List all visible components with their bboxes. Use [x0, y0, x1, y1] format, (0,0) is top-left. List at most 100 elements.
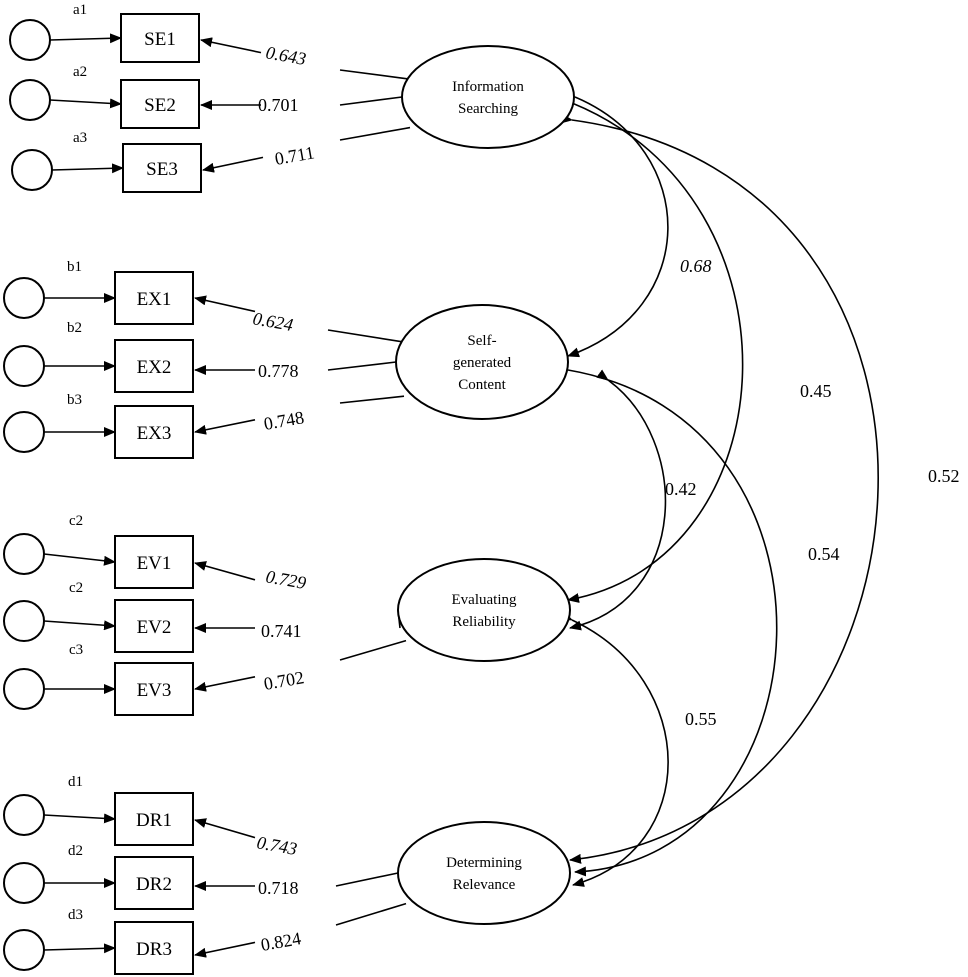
latent-label-IS: Information [452, 79, 524, 95]
error-label: c2 [69, 580, 83, 596]
error-term [3, 668, 45, 710]
indicator-label: SE2 [144, 95, 176, 116]
indicator-box [114, 792, 194, 846]
indicator-box [120, 13, 200, 63]
correlation-label-IS-ER: 0.45 [800, 381, 832, 401]
loading-path-start [335, 902, 407, 926]
latent-SC [395, 304, 569, 420]
error-label: a3 [73, 130, 87, 146]
correlation-label-IS-DR: 0.52 [928, 466, 960, 486]
loading-label: 0.718 [258, 878, 299, 898]
indicator-box [114, 921, 194, 975]
error-label: b3 [67, 392, 82, 408]
correlation-label-SC-DR: 0.54 [808, 544, 840, 564]
error-label: c2 [69, 513, 83, 529]
latent-label-ER: Reliability [452, 614, 516, 630]
loading-path-start [339, 126, 411, 141]
latent-label-DR: Relevance [453, 877, 516, 893]
indicator-label: DR2 [136, 874, 172, 895]
error-label: c3 [69, 642, 83, 658]
error-label: a1 [73, 2, 87, 18]
loading-path-start [327, 329, 405, 343]
latent-label-DR: Determining [446, 855, 522, 871]
correlation-arc-IS-DR [560, 113, 879, 864]
loading-path-arrow [194, 676, 256, 692]
loading-label: 0.748 [262, 407, 305, 434]
error-term [3, 862, 45, 904]
indicator-box [114, 535, 194, 589]
indicator-label: DR3 [136, 939, 172, 960]
latent-IS [401, 45, 575, 149]
loading-path-start [339, 639, 407, 661]
correlation-arc-ER-DR [559, 610, 669, 887]
latent-label-SC: generated [453, 355, 512, 371]
error-path [49, 33, 122, 44]
indicator-label: EX2 [137, 357, 172, 378]
error-label: b2 [67, 320, 82, 336]
latent-DR [397, 821, 571, 925]
loading-label: 0.701 [258, 95, 299, 115]
error-term [9, 79, 51, 121]
loading-label: 0.729 [264, 566, 307, 593]
indicator-box [114, 856, 194, 910]
indicator-box [122, 143, 202, 193]
correlation-label-IS-SC: 0.68 [680, 256, 712, 276]
latent-label-SC: Self- [467, 333, 496, 349]
loading-label: 0.711 [273, 142, 316, 169]
latent-label-SC: Content [458, 377, 506, 393]
error-term [3, 345, 45, 387]
error-label: a2 [73, 64, 87, 80]
error-term [3, 533, 45, 575]
loading-path-start [335, 872, 399, 887]
correlation-arc-IS-ER [559, 94, 744, 603]
error-term [3, 411, 45, 453]
indicator-box [120, 79, 200, 129]
loading-label: 0.741 [261, 621, 302, 641]
loading-label: 0.743 [255, 832, 298, 859]
indicator-box [114, 662, 194, 716]
latent-label-ER: Evaluating [452, 592, 517, 608]
loading-label: 0.624 [251, 308, 294, 335]
loading-path-arrow [200, 37, 262, 54]
loading-label: 0.702 [262, 667, 305, 694]
error-term [11, 149, 53, 191]
indicator-label: EV1 [137, 553, 172, 574]
indicator-label: DR1 [136, 810, 172, 831]
loading-path-arrow [194, 419, 256, 435]
error-label: d2 [68, 843, 83, 859]
correlation-arc-SC-ER [569, 369, 667, 631]
indicator-label: SE3 [146, 159, 178, 180]
loading-path-arrow [194, 818, 256, 839]
correlation-label-SC-ER: 0.42 [665, 479, 697, 499]
loading-path-arrow [194, 941, 256, 958]
loading-label: 0.643 [264, 42, 307, 69]
indicator-label: EX3 [137, 423, 172, 444]
error-label: d3 [68, 907, 83, 923]
indicator-label: SE1 [144, 29, 176, 50]
error-path [43, 943, 116, 954]
latent-ER [397, 558, 571, 662]
error-path [43, 620, 116, 631]
error-path [43, 553, 116, 566]
loading-label: 0.824 [259, 928, 302, 955]
indicator-label: EX1 [137, 289, 172, 310]
indicator-label: EV3 [137, 680, 172, 701]
indicator-box [114, 405, 194, 459]
correlation-label-ER-DR: 0.55 [685, 709, 717, 729]
indicator-box [114, 271, 194, 325]
loading-path-start [327, 361, 397, 371]
loading-label: 0.778 [258, 361, 299, 381]
error-term [3, 600, 45, 642]
correlation-arc-SC-DR [556, 363, 778, 877]
loading-path-start [339, 69, 411, 80]
error-path [49, 98, 122, 109]
latent-label-IS: Searching [458, 101, 518, 117]
error-path [51, 163, 124, 174]
loading-path-start [339, 96, 403, 106]
error-label: d1 [68, 774, 83, 790]
indicator-label: EV2 [137, 617, 172, 638]
error-label: b1 [67, 259, 82, 275]
error-term [3, 929, 45, 971]
error-path [43, 813, 116, 824]
